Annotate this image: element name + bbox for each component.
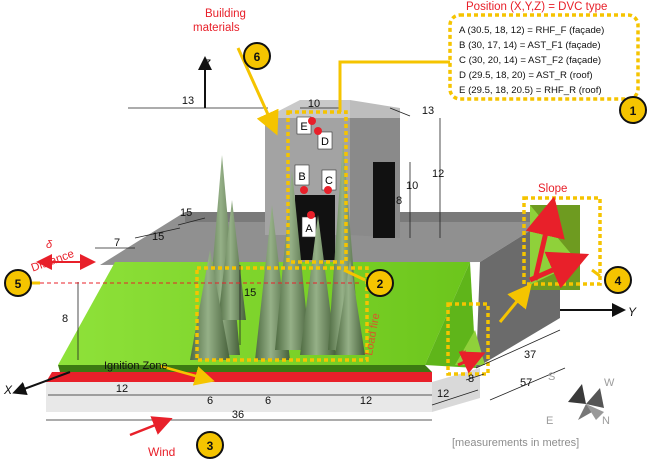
svg-text:W: W (604, 377, 615, 389)
sensor-b: B (298, 171, 305, 183)
badge-5: 5 (4, 269, 32, 297)
svg-text:1: 1 (630, 104, 637, 118)
building-focus-box (286, 110, 348, 264)
svg-text:E: E (546, 415, 553, 427)
tree (335, 260, 365, 355)
svg-text:2: 2 (377, 277, 384, 291)
svg-text:12: 12 (116, 383, 128, 395)
svg-text:15: 15 (180, 207, 192, 219)
legend-box (448, 13, 640, 101)
svg-text:7: 7 (114, 237, 120, 249)
callout-connectors (30, 47, 601, 323)
svg-text:12: 12 (432, 168, 444, 180)
slope-label: Slope (538, 183, 567, 195)
tree (275, 170, 310, 350)
svg-text:8: 8 (468, 373, 474, 385)
legend: Position (X,Y,Z) = DVC type A (30.5, 18,… (448, 1, 640, 101)
legend-item: A (30.5, 18, 12) = RHF_F (façade) (459, 25, 604, 36)
sensor-labels: E D B C A (298, 121, 333, 235)
sensor-d: D (321, 136, 329, 148)
svg-text:13: 13 (422, 105, 434, 117)
svg-text:8: 8 (62, 313, 68, 325)
svg-text:15: 15 (152, 231, 164, 243)
svg-text:36: 36 (232, 409, 244, 421)
sensor-c: C (325, 175, 333, 187)
legend-item: C (30, 20, 14) = AST_F2 (façade) (459, 55, 601, 66)
compass: S W E N (546, 371, 615, 427)
svg-text:12: 12 (437, 388, 449, 400)
sensor-dots (300, 117, 332, 219)
tree (190, 250, 230, 360)
load-fire-box (195, 266, 369, 362)
dimension-labels: 13 10 13 12 10 8 15 15 7 15 8 12 6 6 12 … (62, 95, 536, 421)
tree (218, 200, 246, 320)
sensor-e: E (300, 121, 307, 133)
svg-text:37: 37 (524, 349, 536, 361)
svg-text:10: 10 (308, 98, 320, 110)
alpha-label: α (548, 247, 559, 266)
svg-text:6: 6 (254, 50, 261, 64)
svg-text:57: 57 (520, 377, 532, 389)
side-window (373, 162, 395, 238)
badge-1: 1 (619, 96, 647, 124)
wind-arrow (129, 416, 173, 437)
ignition-zone-strip (46, 372, 432, 382)
alpha-small-label: α (460, 348, 466, 359)
sensor-a: A (305, 223, 313, 235)
badge-2: 2 (366, 269, 394, 297)
svg-text:S: S (548, 371, 555, 383)
axis-y: Y (628, 305, 637, 319)
svg-text:15: 15 (244, 287, 256, 299)
legend-title: Position (X,Y,Z) = DVC type (466, 1, 607, 13)
distance-label: Distance (30, 248, 76, 275)
wind-label: Wind (148, 445, 175, 459)
slope-detail-box (446, 302, 490, 376)
tree (300, 215, 336, 355)
svg-text:6: 6 (207, 395, 213, 407)
measurements-note: [measurements in metres] (452, 437, 579, 449)
svg-text:4: 4 (615, 274, 622, 288)
svg-text:8: 8 (396, 195, 402, 207)
ignition-zone-label: Ignition Zone (104, 360, 168, 372)
svg-text:N: N (602, 415, 610, 427)
svg-text:10: 10 (406, 180, 418, 192)
axis-z: Z (202, 57, 211, 71)
badge-3: 3 (196, 431, 224, 459)
svg-text:6: 6 (265, 395, 271, 407)
axis-x: X (3, 383, 13, 397)
svg-text:5: 5 (15, 277, 22, 291)
delta-label: δ (46, 239, 53, 251)
svg-text:12: 12 (360, 395, 372, 407)
legend-item: B (30, 17, 14) = AST_F1 (façade) (459, 40, 601, 51)
legend-item: E (29.5, 18, 20.5) = RHF_R (roof) (459, 85, 602, 96)
svg-text:13: 13 (182, 95, 194, 107)
axes: Z X Y (3, 56, 637, 397)
legend-item: D (29.5, 18, 20) = AST_R (roof) (459, 70, 593, 81)
badge-4: 4 (604, 266, 632, 294)
badge-6: 6 (243, 42, 271, 70)
svg-text:3: 3 (207, 439, 214, 453)
dimension-lines (46, 107, 566, 421)
